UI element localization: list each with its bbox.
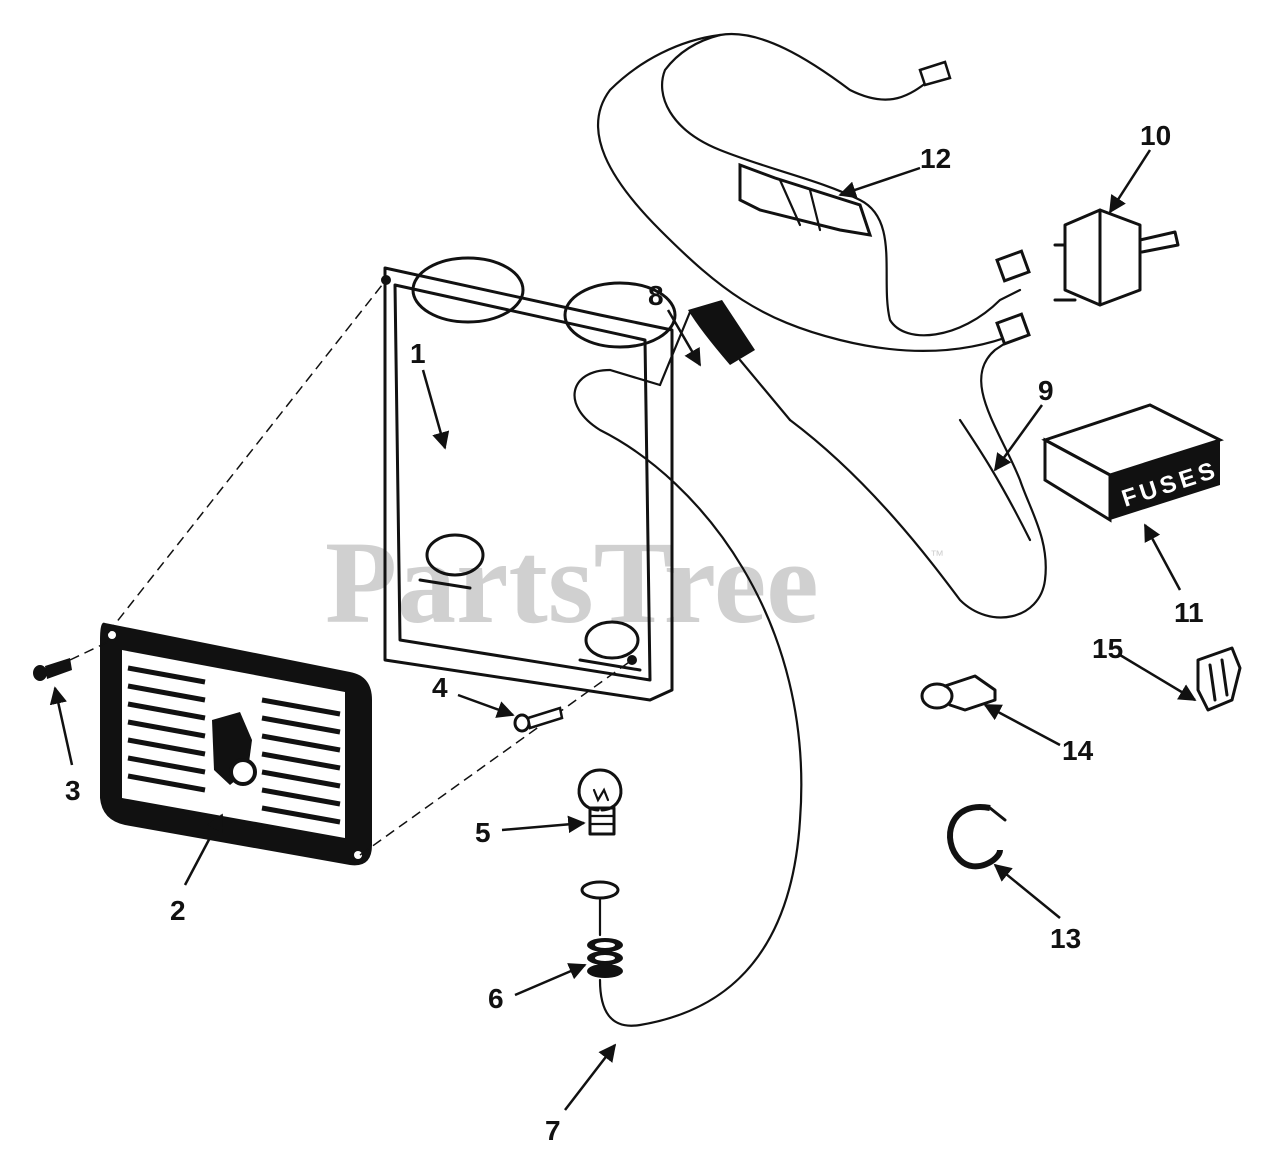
callout-2: 2 [170, 895, 186, 926]
part-8-connector[interactable] [658, 300, 1047, 619]
part-9-branch [958, 418, 1032, 542]
callout-4: 4 [432, 672, 448, 703]
part-11-fuse-box[interactable]: FUSES [1041, 403, 1224, 523]
callout-11: 11 [1174, 597, 1204, 628]
part-7-lamp-wire[interactable] [573, 368, 803, 1027]
watermark-trademark: ™ [930, 547, 944, 563]
callout-12: 12 [920, 143, 951, 174]
callout-labels: 1 2 3 4 5 6 7 8 9 10 11 12 13 14 15 [65, 120, 1204, 1146]
part-15-spring-clip[interactable] [1196, 646, 1242, 712]
part-9-wire-harness[interactable] [596, 33, 1027, 352]
harness-plug [995, 312, 1031, 346]
part-14-wire-clip[interactable] [920, 674, 997, 712]
part-5-bulb[interactable] [577, 768, 623, 836]
watermark-text: PartsTree [325, 517, 819, 648]
part-3-screw[interactable] [33, 658, 72, 681]
part-12-fuse-holder[interactable] [660, 32, 1031, 337]
callout-10: 10 [1140, 120, 1171, 151]
callout-13: 13 [1050, 923, 1081, 954]
part-4-bolt[interactable] [513, 706, 564, 733]
callout-5: 5 [475, 817, 491, 848]
mounting-line-upper [107, 279, 387, 634]
watermark: PartsTree ™ [325, 517, 944, 648]
mounting-line-lower [359, 659, 633, 856]
callout-1: 1 [410, 338, 426, 369]
callout-14: 14 [1062, 735, 1094, 766]
part-2-grille[interactable] [100, 622, 372, 866]
part-13-band-clamp[interactable] [947, 803, 1007, 870]
callout-15: 15 [1092, 633, 1123, 664]
callout-9: 9 [1038, 375, 1054, 406]
callout-3: 3 [65, 775, 81, 806]
mounting-line-screw [69, 639, 113, 661]
callout-arrows [49, 149, 1197, 1111]
part-10-toggle-switch[interactable] [1053, 208, 1180, 307]
callout-7: 7 [545, 1115, 561, 1146]
callout-8: 8 [648, 280, 664, 311]
callout-6: 6 [488, 983, 504, 1014]
part-6-socket[interactable] [580, 880, 623, 978]
